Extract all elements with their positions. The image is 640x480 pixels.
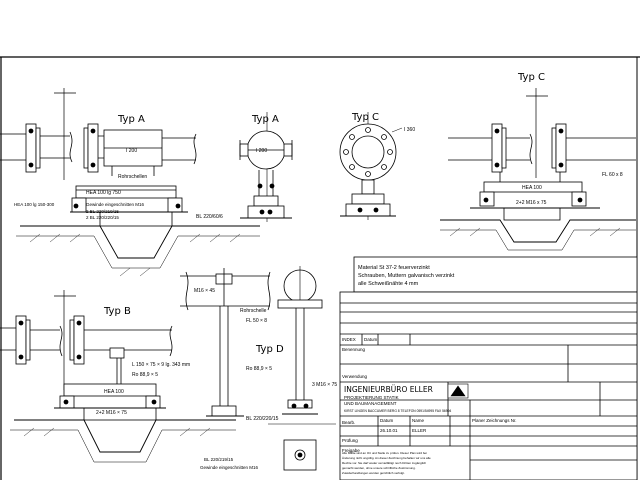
datum-label: Datum [364,337,378,342]
company-name: INGENIEURBÜRO ELLER [344,385,433,394]
plan-number-label: Planer Zeichnungs Nr. [472,418,517,423]
fl-label-d: FL 50 × 8 [246,318,267,324]
typ-c-side-view [440,88,636,251]
pruefung-label: Prüfung [342,438,358,443]
company-logo [447,383,469,399]
gewinde-label: Gewinde eingeschnitten M16 [86,202,145,207]
typ-a-side-view [0,88,260,277]
freigabe-label: Freigabe [342,448,360,453]
view-labels: Typ A Typ A Typ C Typ C Typ B Typ D [103,72,545,355]
disclaimer-line-1: Alle Maße sind an Ort und Stelle zu prüf… [342,451,427,455]
ro-label: Ro 88,9 × 5 [132,372,158,378]
typ-b-view [0,290,236,463]
material-line-2: Schrauben, Muttern galvanisch verzinkt [358,273,455,279]
typ-c-side-label: Typ C [517,72,545,83]
hea-100-label: HEA 100 [522,185,542,191]
typ-a-front-label: Typ A [251,114,279,125]
disclaimer-line-3: Rechte vor. Sie darf weder vervielfältig… [342,461,427,465]
pipe-front-dimension-label: I 200 [256,148,267,154]
ro-label-d: Ro 88,9 × 5 [246,366,272,372]
screws-label-b: 2+2 M16 × 75 [96,410,127,416]
screws-label-d: 3 M16 × 75 [312,382,337,388]
typ-d-label: Typ D [255,344,284,355]
bl-right-label: BL 220/60/6 [196,214,223,220]
hea-plate-label: HEA 100 lg 150-300 [14,202,55,207]
gewinde-label-d: Gewinde eingeschnitten M16 [200,465,259,470]
date-value: 26.10.01 [380,428,398,433]
hea-label-b: HEA 100 [104,389,124,395]
material-line-1: Material St 37-2 feuerverzinkt [358,265,430,271]
disclaimer-text: Alle Maße sind an Ort und Stelle zu prüf… [342,451,431,475]
bl-label-2: 2 BL 220/220/15 [86,215,119,220]
disclaimer-line-4: gemacht werden, ohne unsere schriftliche… [342,466,416,470]
company-line-1: PROJEKTIERUNG STATIK [344,395,399,400]
l-profile-label: L 150 × 75 × 9 lg. 343 mm [132,362,190,368]
material-note-box [353,256,638,293]
name-value: ELLER [412,428,427,433]
datum-col-label: Datum [380,418,394,423]
typ-a-annotations: I 200 I 200 Rohrschellen HEA 100 lg 750 … [14,148,267,220]
typ-d-view [180,266,336,471]
typ-d-annotations: M16 × 45 Rohrschelle FL 50 × 8 Ro 88,9 ×… [194,288,337,470]
typ-a-side-label: Typ A [117,114,145,125]
material-note-text: Material St 37-2 feuerverzinkt Schrauben… [358,265,455,287]
hea-label: HEA 100 lg 750 [86,190,121,196]
title-block-grid [339,291,638,480]
material-line-3: alle Schweißnähte 4 mm [358,281,419,287]
bl-label-1: 2 BL 220/219/15 [86,209,119,214]
bl-label-d1: BL 220/220/15 [246,416,279,422]
disclaimer-line-5: Zuwiderhandlungen werden gerichtlich ver… [342,471,405,475]
flange-dimension-label: I 360 [404,127,415,133]
bearb-label: Bearb. [342,420,355,425]
disclaimer-line-2: Änderung nicht ungültig. An dieser Zeich… [342,456,431,460]
typ-a-front-view [239,112,293,222]
fl-label: FL 60 x 8 [602,172,623,178]
rohrschelle-label: Rohrschelle [240,308,267,314]
verwendung-label: Verwendung [342,374,368,379]
company-line-2: UND BAUMANAGEMENT [344,401,397,406]
rohrschellen-label: Rohrschellen [118,174,147,180]
screws-label: 2+2 M16 x 75 [516,200,547,206]
typ-c-front-label: Typ C [351,112,379,123]
pipe-dimension-label: I 200 [126,148,137,154]
benennung-label: Benennung [342,347,366,352]
company-address: KIRST LINGEN BACCUMER BERG 8 TELEFON 059… [344,409,451,413]
typ-c-annotations: I 360 HEA 100 2+2 M16 x 75 FL 60 x 8 [404,127,623,206]
typ-c-front-view [339,112,403,220]
index-label: INDEX [342,337,356,342]
name-col-label: Name [412,418,425,423]
title-block-text: INDEX Datum Benennung Verwendung INGENIE… [342,337,517,453]
m16-label: M16 × 45 [194,288,215,294]
bl-label-d2: BL 220/219/15 [204,457,234,462]
typ-b-label: Typ B [103,306,131,317]
flange-bolt-holes [343,127,393,177]
typ-b-annotations: L 150 × 75 × 9 lg. 343 mm Ro 88,9 × 5 HE… [96,362,190,416]
